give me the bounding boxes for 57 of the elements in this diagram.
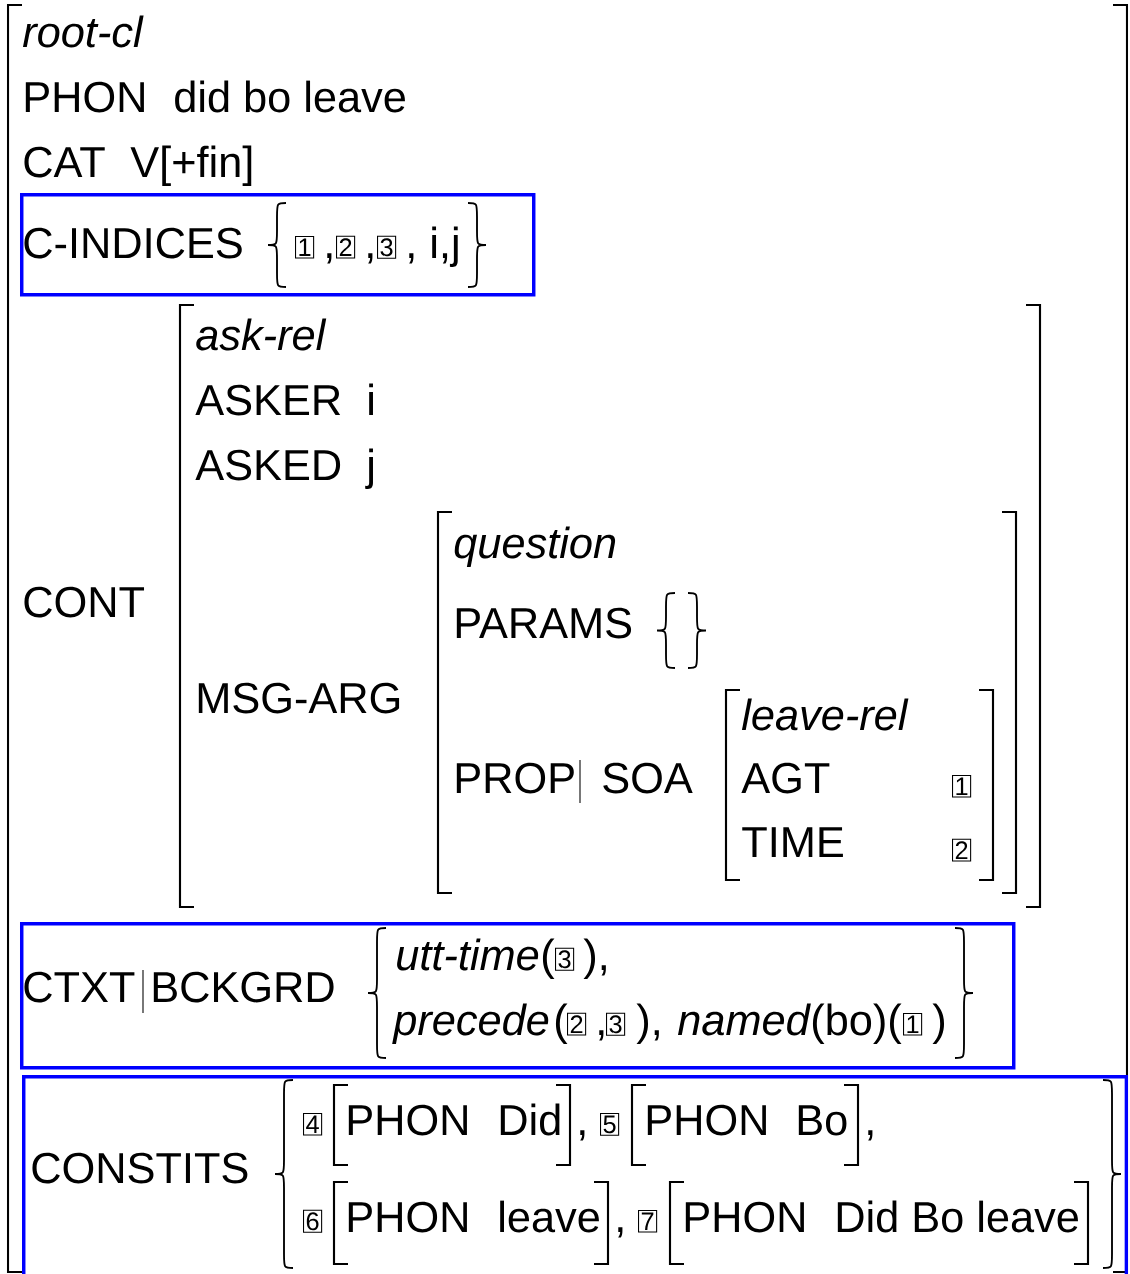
tag-box: 7 [638, 1210, 658, 1233]
tag-box: 2 [567, 1012, 587, 1036]
feature-text: CTXT [24, 971, 135, 1003]
feature-text: leave [500, 1200, 599, 1233]
feature-text: PHON [685, 1201, 804, 1233]
feature-text: , i,j [409, 226, 458, 267]
feature-text: Did [500, 1103, 560, 1136]
feature-text: j [365, 448, 373, 489]
type-label: named [678, 1003, 811, 1036]
feature-text: MSG-ARG [198, 682, 400, 714]
tag-box: 3 [555, 947, 575, 971]
feature-text: ( [542, 938, 555, 979]
feature-text: PARAMS [456, 607, 632, 639]
feature-text: Did Bo leave [837, 1200, 1078, 1233]
tag-box: 1 [903, 1013, 923, 1036]
type-label: root-cl [23, 15, 144, 48]
tag-box: 5 [600, 1113, 620, 1136]
feature-text: C-INDICES [24, 227, 242, 259]
tag-box: 1 [952, 775, 972, 798]
feature-text: PHON [348, 1104, 467, 1136]
feature-text: , [368, 253, 373, 264]
tag-box: 6 [303, 1209, 323, 1233]
feature-text: Bo [798, 1105, 847, 1136]
feature-text: ASKER [195, 384, 341, 416]
type-label: question [454, 526, 616, 567]
feature-text: , [618, 1227, 623, 1238]
feature-text: PROP [456, 762, 574, 794]
feature-text: (bo)( [812, 1003, 902, 1044]
type-label: utt-time [397, 938, 539, 971]
feature-text: ASKED [195, 449, 341, 481]
feature-text: , [599, 1030, 604, 1041]
tag-box: 4 [303, 1113, 323, 1136]
feature-text: did bo leave [175, 80, 405, 113]
feature-text: SOA [603, 762, 693, 794]
feature-text: TIME [742, 827, 843, 857]
type-label: precede [392, 1003, 549, 1044]
feature-text: PHON [647, 1104, 766, 1136]
feature-text: ), [583, 938, 606, 979]
feature-text: , [868, 1130, 873, 1141]
tag-box: 1 [295, 236, 315, 259]
feature-text: PHON [25, 81, 144, 113]
type-label: leave-rel [741, 698, 909, 731]
feature-text: ( [555, 1003, 568, 1044]
feature-text: , [327, 253, 332, 264]
feature-text: AGT [741, 762, 830, 794]
tag-box: 2 [952, 838, 972, 862]
feature-text: , [580, 1130, 585, 1141]
feature-text: PHON [348, 1201, 467, 1233]
feature-text: i [369, 383, 373, 415]
feature-text: ) [932, 1003, 944, 1044]
tag-box: 2 [336, 235, 356, 259]
feature-text: CONT [24, 586, 144, 618]
feature-text: ), [636, 1003, 659, 1044]
feature-text: CONSTITS [32, 1152, 248, 1184]
tag-box: 3 [377, 235, 397, 259]
tag-box: 3 [606, 1012, 626, 1036]
feature-text: BCKGRD [153, 971, 334, 1003]
